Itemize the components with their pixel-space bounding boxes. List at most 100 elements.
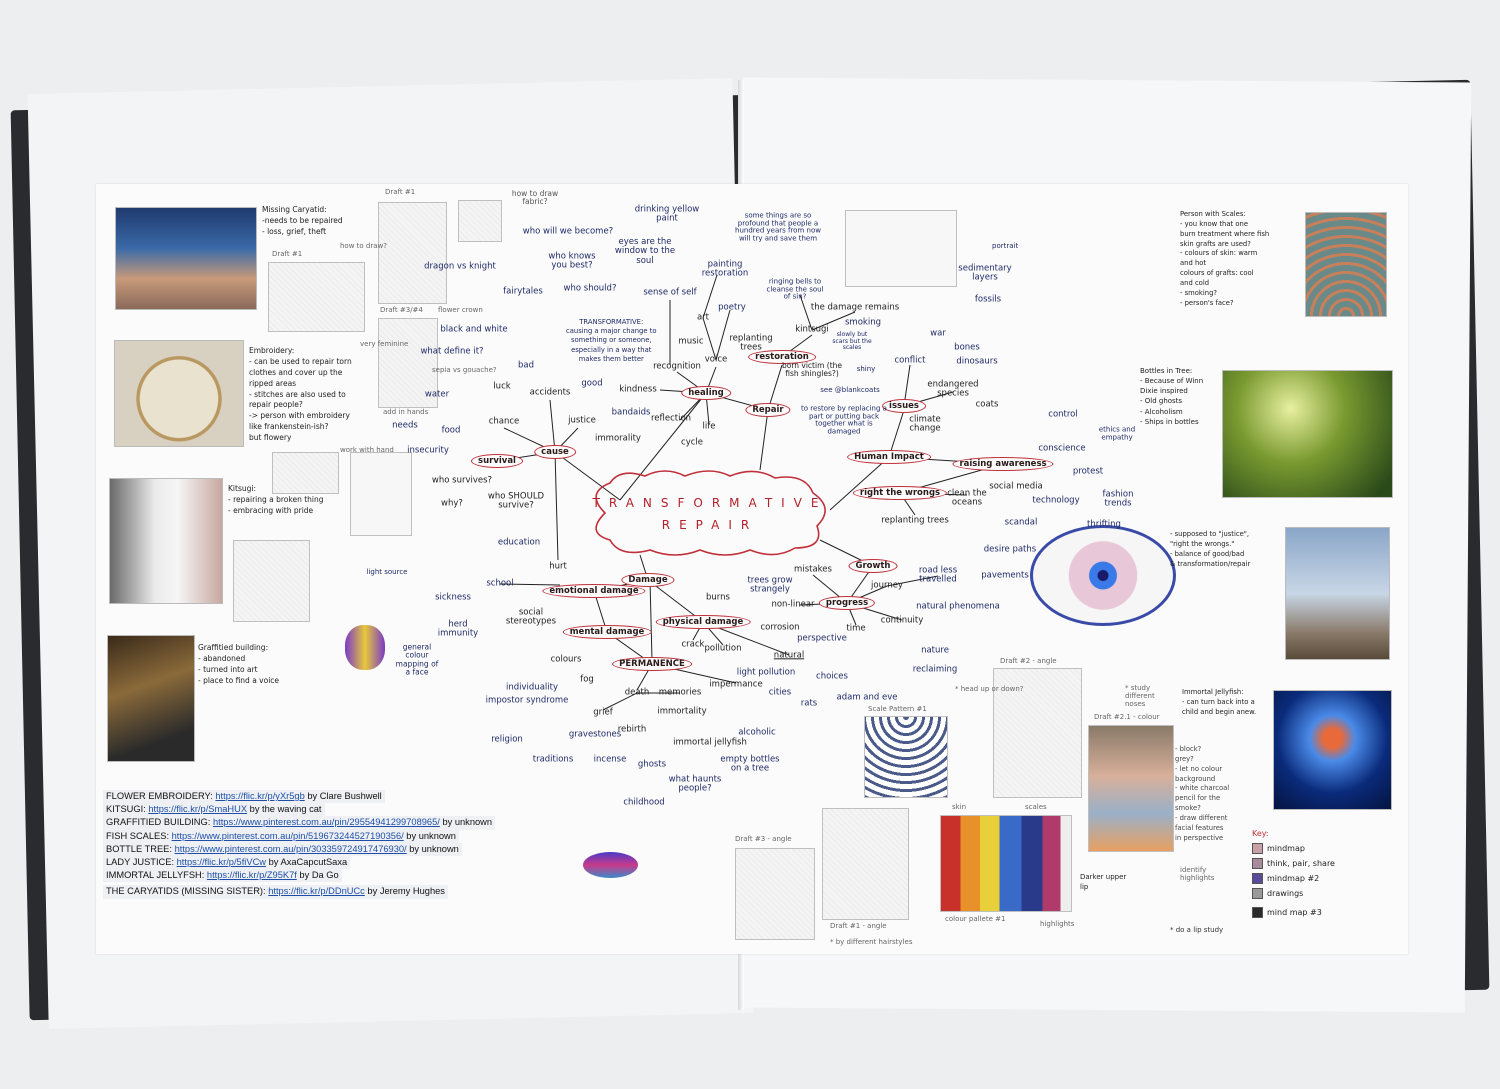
reference-link[interactable]: https://flic.kr/p/SmaHUX xyxy=(148,804,248,815)
drawing-label: colour pallete #1 xyxy=(945,915,1006,923)
word: herd immunity xyxy=(437,619,479,639)
word: pollution xyxy=(704,643,742,654)
word: life xyxy=(702,421,716,432)
transformative-definition: TRANSFORMATIVE: causing a major change t… xyxy=(566,318,657,363)
draft-1-angle-sketch xyxy=(822,808,909,920)
lady-justice-photo xyxy=(1285,527,1390,660)
word: accidents xyxy=(529,387,571,398)
drawing-label: skin xyxy=(952,803,967,811)
word: perspective xyxy=(797,633,847,644)
word: how to draw fabric? xyxy=(511,188,559,206)
drawing-label: Draft #3/#4 xyxy=(380,306,423,314)
reference-link[interactable]: https://flic.kr/p/5fiVCw xyxy=(176,857,267,868)
swatch-icon xyxy=(1252,843,1263,854)
drawing-label: highlights xyxy=(1040,920,1075,928)
word: reclaiming xyxy=(912,664,958,675)
drawing-label: flower crown xyxy=(438,306,483,314)
word: fog xyxy=(580,674,594,685)
word: individuality xyxy=(506,682,558,693)
word: sickness xyxy=(435,592,471,603)
word: endangered species xyxy=(927,379,979,399)
key-item: mindmap #2 xyxy=(1252,871,1335,886)
word: voice xyxy=(704,354,728,365)
kintsugi-sketch xyxy=(272,452,339,494)
branch-issues: issues xyxy=(882,399,926,413)
branch-mental-damage: mental damage xyxy=(562,625,652,639)
word: kindness xyxy=(619,384,657,395)
word: natural xyxy=(773,650,805,661)
word: incense xyxy=(593,754,627,765)
word: sedimentary layers xyxy=(958,263,1012,283)
drawing-label: Draft #3 - angle xyxy=(735,835,792,843)
word: social stereotypes xyxy=(505,607,557,627)
branch-growth: Growth xyxy=(848,559,898,573)
word: pavements xyxy=(981,570,1029,581)
note-lips: Darker upper lip xyxy=(1080,873,1127,892)
word: who should? xyxy=(563,283,617,294)
word: climate change xyxy=(909,414,941,434)
note-graffiti: Graffitied building: - abandoned - turne… xyxy=(198,643,280,685)
word: childhood xyxy=(623,797,665,808)
drawing-label: * do a lip study xyxy=(1170,926,1224,934)
word: music xyxy=(678,336,704,347)
word: rebirth xyxy=(617,724,647,735)
word: shiny xyxy=(856,365,876,374)
word: journey xyxy=(871,580,903,591)
graffiti-building-photo xyxy=(107,635,195,762)
note-embroidery: Embroidery: - can be used to repair torn… xyxy=(249,346,352,442)
reference-link[interactable]: https://www.pinterest.com.au/pin/2955494… xyxy=(212,817,440,828)
word: protest xyxy=(1072,466,1104,477)
reference-link[interactable]: https://flic.kr/p/DDnUCc xyxy=(268,886,365,897)
kintsugi-cup-photo xyxy=(109,478,223,604)
word: war xyxy=(930,328,946,339)
word: dragon vs knight xyxy=(424,261,496,272)
word: art xyxy=(696,312,710,323)
reference-link[interactable]: https://flic.kr/p/yXr5gb xyxy=(215,791,305,801)
word: some things are so profound that people … xyxy=(735,211,821,243)
drawing-label: Draft #1 xyxy=(272,250,303,258)
empty-frame-right xyxy=(845,210,957,287)
swatch-icon xyxy=(1252,873,1263,884)
word: rats xyxy=(800,698,818,709)
figure-sketch xyxy=(233,540,310,622)
word: who knows you best? xyxy=(548,251,596,271)
branch-repair: Repair xyxy=(745,403,791,417)
reference-link[interactable]: https://www.pinterest.com.au/pin/5196732… xyxy=(171,830,404,841)
colour-palette-swatches xyxy=(940,815,1072,912)
word: cycle xyxy=(681,437,703,448)
reference-link[interactable]: https://flic.kr/p/Z95K7f xyxy=(206,870,297,881)
word: light pollution xyxy=(736,667,796,678)
word: crack xyxy=(681,639,705,650)
swatch-icon xyxy=(1252,858,1263,869)
key-item: mind map #3 xyxy=(1252,905,1335,920)
word: colours xyxy=(550,654,582,665)
note-jellyfish: Immortal Jellyfish: - can turn back into… xyxy=(1182,688,1257,716)
branch-cause: cause xyxy=(534,445,576,459)
branch-permanence: PERMANENCE xyxy=(612,657,692,671)
word: mistakes xyxy=(794,564,832,575)
reference-link[interactable]: https://www.pinterest.com.au/pin/3033597… xyxy=(174,843,407,854)
word: slowly but scars but the scales xyxy=(832,331,872,352)
draft-2-1-colour-portrait xyxy=(1088,725,1174,852)
caryatids-photo xyxy=(115,207,257,310)
word: impostor syndrome xyxy=(485,695,569,706)
drawing-label: * study different noses xyxy=(1125,684,1155,708)
word: scandal xyxy=(1004,517,1038,528)
note-person-with-scales: Person with Scales: - you know that one … xyxy=(1180,210,1270,307)
drawing-label: Draft #1 - angle xyxy=(830,922,887,930)
word: corrosion xyxy=(760,622,800,633)
word: why? xyxy=(441,498,463,509)
key-item: drawings xyxy=(1252,886,1335,901)
branch-restoration: restoration xyxy=(748,350,816,364)
branch-right-the-wrongs: right the wrongs xyxy=(852,486,948,500)
branch-survival: survival xyxy=(471,454,523,468)
word: light source xyxy=(366,568,408,577)
word: insecurity xyxy=(407,445,449,456)
word: alcoholic xyxy=(738,727,776,738)
reference-item: FLOWER EMBROIDERY: https://flic.kr/p/yXr… xyxy=(103,790,385,804)
caryatid-sketch xyxy=(378,202,447,304)
word: thrifting xyxy=(1087,519,1121,530)
image-references: FLOWER EMBROIDERY: https://flic.kr/p/yXr… xyxy=(103,790,496,899)
word: coats xyxy=(975,399,999,410)
branch-raising-awareness: raising awareness xyxy=(952,457,1054,471)
